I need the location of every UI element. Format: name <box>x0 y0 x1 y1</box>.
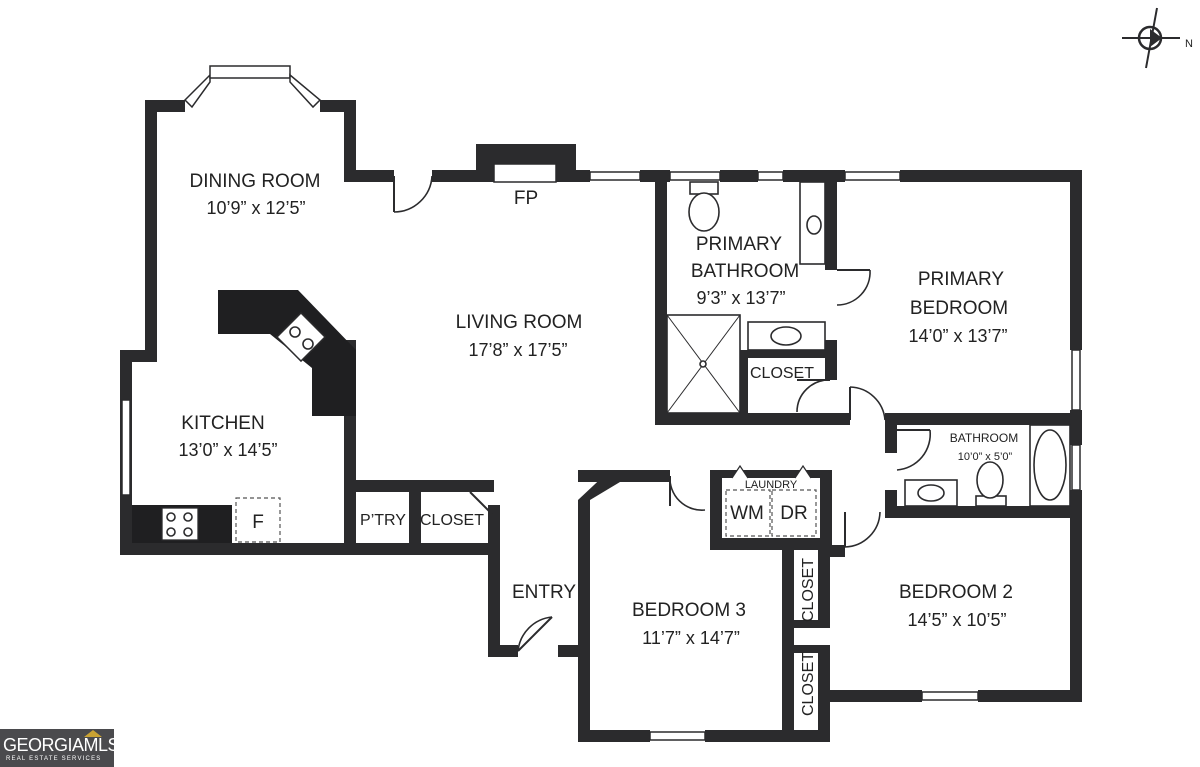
primary-bedroom-name-1: PRIMARY <box>918 269 1005 290</box>
kitchen-name: KITCHEN <box>181 413 264 434</box>
fridge-label: F <box>252 512 264 533</box>
bedroom-3-dim: 11’7” x 14’7” <box>642 628 740 648</box>
bathroom-name: BATHROOM <box>950 431 1018 445</box>
entry-label: ENTRY <box>512 582 576 603</box>
living-room-name: LIVING ROOM <box>456 312 583 333</box>
dining-room-dim: 10’9” x 12’5” <box>206 198 305 218</box>
living-room-dim: 17’8” x 17’5” <box>468 340 567 360</box>
fixtures <box>132 181 1071 543</box>
fireplace-label: FP <box>514 188 538 209</box>
walls <box>120 100 1082 742</box>
bedroom-2-name: BEDROOM 2 <box>899 582 1013 603</box>
bedroom-3-closet-label: CLOSET <box>800 652 817 716</box>
logo-tagline: REAL ESTATE SERVICES <box>6 756 102 762</box>
washer-label: WM <box>730 503 764 524</box>
laundry-label: LAUNDRY <box>745 479 798 491</box>
compass-label: N <box>1185 38 1193 50</box>
bathroom-dim: 10’0” x 5’0” <box>958 451 1013 463</box>
windows <box>121 65 1081 741</box>
dining-room-name: DINING ROOM <box>190 171 321 192</box>
primary-bathroom-name-1: PRIMARY <box>696 234 783 255</box>
primary-bathroom-name-2: BATHROOM <box>691 261 799 282</box>
primary-bedroom-name-2: BEDROOM <box>910 298 1008 319</box>
primary-bathroom-dim: 9’3” x 13’7” <box>696 288 785 308</box>
primary-bedroom-dim: 14’0” x 13’7” <box>908 326 1007 346</box>
dryer-label: DR <box>780 503 807 524</box>
bedroom-3-name: BEDROOM 3 <box>632 600 746 621</box>
compass-icon: N <box>1122 7 1193 69</box>
logo-brand: GEORGIAMLS <box>3 735 120 755</box>
room-labels: DINING ROOM 10’9” x 12’5” FP LIVING ROOM… <box>178 171 1018 716</box>
kitchen-dim: 13’0” x 14’5” <box>178 440 277 460</box>
logo-roof-icon <box>84 730 102 737</box>
doors <box>393 175 932 652</box>
entry-closet-label: CLOSET <box>420 512 484 529</box>
pantry-label: P’TRY <box>360 512 406 529</box>
primary-closet-label: CLOSET <box>750 365 814 382</box>
georgiamls-logo: GEORGIAMLS REAL ESTATE SERVICES <box>0 729 120 767</box>
bedroom-2-closet-label: CLOSET <box>800 558 817 622</box>
bedroom-2-dim: 14’5” x 10’5” <box>907 610 1006 630</box>
